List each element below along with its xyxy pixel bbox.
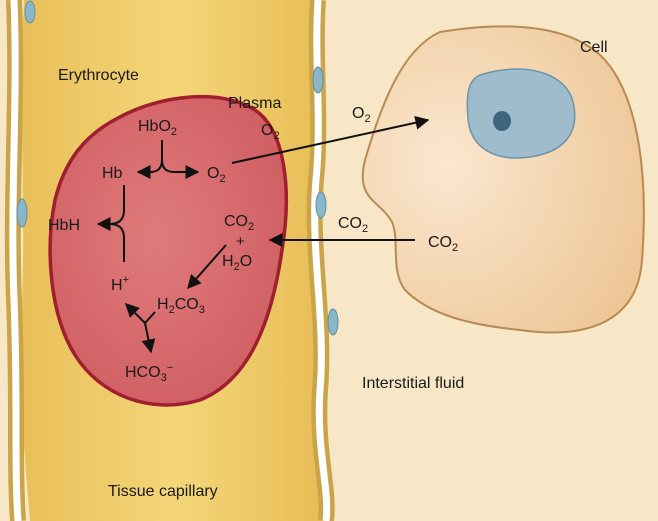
dissociation-to-hco3-arrow <box>141 322 156 354</box>
cell-nucleolus <box>493 111 511 131</box>
species-hbh: HbH <box>48 217 80 234</box>
species-co2-interstitial: CO2 <box>338 215 368 235</box>
species-plus: + <box>236 233 245 250</box>
label-erythrocyte: Erythrocyte <box>58 67 139 84</box>
label-tissue-capillary: Tissue capillary <box>108 483 218 500</box>
species-co2-erythrocyte: CO2 <box>224 213 254 233</box>
species-hco3: HCO3− <box>125 362 173 384</box>
endothelium-left <box>9 0 22 521</box>
species-hb: Hb <box>102 165 123 182</box>
hbo2-to-o2-line <box>161 159 200 179</box>
species-h2o: H2O <box>222 253 252 273</box>
endothelial-nucleus-right-2 <box>315 191 327 219</box>
endothelial-nucleus-left-2 <box>16 198 28 228</box>
label-plasma: Plasma <box>228 95 281 112</box>
species-co2-cell: CO2 <box>428 234 458 254</box>
species-h-plus: H+ <box>111 274 129 294</box>
label-interstitial-fluid: Interstitial fluid <box>362 375 464 392</box>
species-o2-plasma: O2 <box>261 122 280 142</box>
species-o2-erythrocyte: O2 <box>207 165 226 185</box>
endothelial-nucleus-left-1 <box>24 0 36 24</box>
o2-diffusion-arrow <box>231 115 430 164</box>
species-hbo2: HbO2 <box>138 118 177 138</box>
co2-hydration-arrow <box>187 244 227 290</box>
species-h2co3: H2CO3 <box>157 296 205 316</box>
dissociation-to-hplus-arrow <box>125 303 146 324</box>
label-cell: Cell <box>580 39 608 56</box>
endothelial-nucleus-right-1 <box>312 66 324 94</box>
species-o2-interstitial: O2 <box>352 105 371 125</box>
hplus-to-hbh-line <box>109 223 125 262</box>
erythrocyte <box>48 94 288 407</box>
cell-nucleus <box>466 68 576 159</box>
h2co3-dissociation-stem <box>144 311 156 324</box>
endothelial-nucleus-right-3 <box>327 308 339 336</box>
